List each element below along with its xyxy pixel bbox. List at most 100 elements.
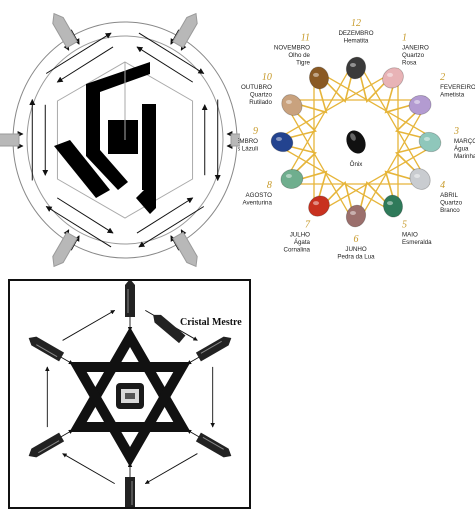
star-crystal	[28, 336, 65, 362]
month-number: 5	[402, 220, 407, 231]
stone	[383, 194, 403, 218]
stone-name: Aventurina	[242, 200, 272, 207]
month-name: JUNHO	[345, 246, 366, 253]
star-flow-arrow	[62, 453, 115, 485]
month-number: 9	[253, 126, 258, 137]
star-grid-diagram: Cristal Mestre	[8, 279, 251, 509]
stone-highlight	[350, 63, 356, 67]
stone	[345, 56, 367, 80]
stone	[308, 195, 330, 217]
stone-name: Hematita	[344, 38, 369, 45]
stone-highlight	[285, 174, 292, 178]
inward-arrow	[170, 235, 180, 251]
stone-highlight	[414, 174, 421, 178]
month-number: 8	[267, 180, 272, 191]
stone-name-line2: Marinha	[454, 153, 475, 160]
star-triangle	[313, 68, 442, 216]
inner-ring	[26, 35, 224, 245]
grid-crystal	[172, 231, 198, 268]
stone-highlight	[313, 72, 319, 77]
inward-arrow	[70, 235, 80, 251]
stone	[345, 204, 367, 228]
month-number: 1	[402, 32, 407, 43]
month-number: 7	[305, 220, 311, 231]
star-crystals	[28, 281, 232, 507]
stone-highlight	[276, 137, 282, 141]
stone-name: Água	[454, 146, 469, 153]
star-flow-arrow	[144, 453, 198, 485]
star-triangle	[282, 99, 430, 228]
inward-arrow	[170, 29, 180, 45]
month-number: 11	[301, 32, 310, 43]
month-number: 10	[262, 72, 272, 83]
stone-name: Olho de	[288, 52, 310, 59]
month-number: 3	[453, 126, 459, 137]
month-number: 2	[440, 72, 445, 83]
glyph-left-stroke	[86, 62, 150, 190]
up-triangle	[69, 326, 191, 432]
hexagram-symbol	[69, 326, 191, 468]
stone-name: Lápis Lázuli	[238, 146, 258, 153]
flow-arrow	[56, 46, 114, 83]
stone	[280, 169, 304, 189]
stone-highlight	[285, 100, 292, 104]
grid-crystal	[172, 12, 198, 49]
flow-arrow	[56, 197, 114, 234]
stone	[418, 131, 442, 153]
stone-name: Ágata	[294, 239, 311, 246]
center-stone-label: Ônix	[350, 161, 364, 168]
month-name: FEVEREIRO	[440, 84, 475, 91]
month-name: JULHO	[290, 232, 310, 239]
flow-arrow	[45, 206, 112, 248]
star-grid-svg: Cristal Mestre	[28, 281, 242, 507]
center-crystal-core	[125, 393, 135, 399]
onix-stone	[346, 130, 366, 154]
stone-highlight	[350, 211, 356, 215]
stone-highlight	[387, 201, 393, 206]
glyph-center-block	[108, 120, 138, 154]
stone-name: Ametista	[440, 92, 465, 99]
stone	[409, 168, 431, 190]
stone-name: Quartzo	[402, 52, 425, 59]
star-triangle	[270, 68, 399, 216]
month-name: JANEIRO	[402, 44, 429, 51]
month-stone-9: 9SETEMBROLápis Lázuli	[238, 126, 294, 153]
month-number: 6	[354, 234, 359, 245]
master-crystal	[153, 314, 186, 344]
inward-arrow	[70, 29, 80, 45]
stone-highlight	[414, 100, 421, 104]
month-number: 4	[440, 180, 445, 191]
stone-highlight	[313, 201, 319, 206]
down-triangle	[69, 362, 191, 468]
month-number: 12	[351, 18, 361, 29]
grid-crystals	[0, 12, 240, 268]
stone-highlight	[387, 72, 393, 77]
month-name: OUTUBRO	[241, 84, 272, 91]
month-name: SETEMBRO	[238, 138, 258, 145]
flow-arrow	[138, 206, 205, 248]
star-crystal	[125, 477, 135, 507]
glyph-right-stroke	[136, 104, 156, 214]
master-crystal-label: Cristal Mestre	[180, 317, 242, 328]
grid-crystal	[0, 133, 20, 147]
grid-crystal	[52, 12, 78, 49]
star-crystal	[28, 432, 65, 458]
month-name: MAIO	[402, 232, 418, 239]
stone-highlight	[424, 137, 430, 141]
grid-crystal	[230, 133, 240, 147]
month-name: NOVEMBRO	[274, 44, 310, 51]
month-name: ABRIL	[440, 192, 458, 199]
stone	[270, 131, 294, 153]
